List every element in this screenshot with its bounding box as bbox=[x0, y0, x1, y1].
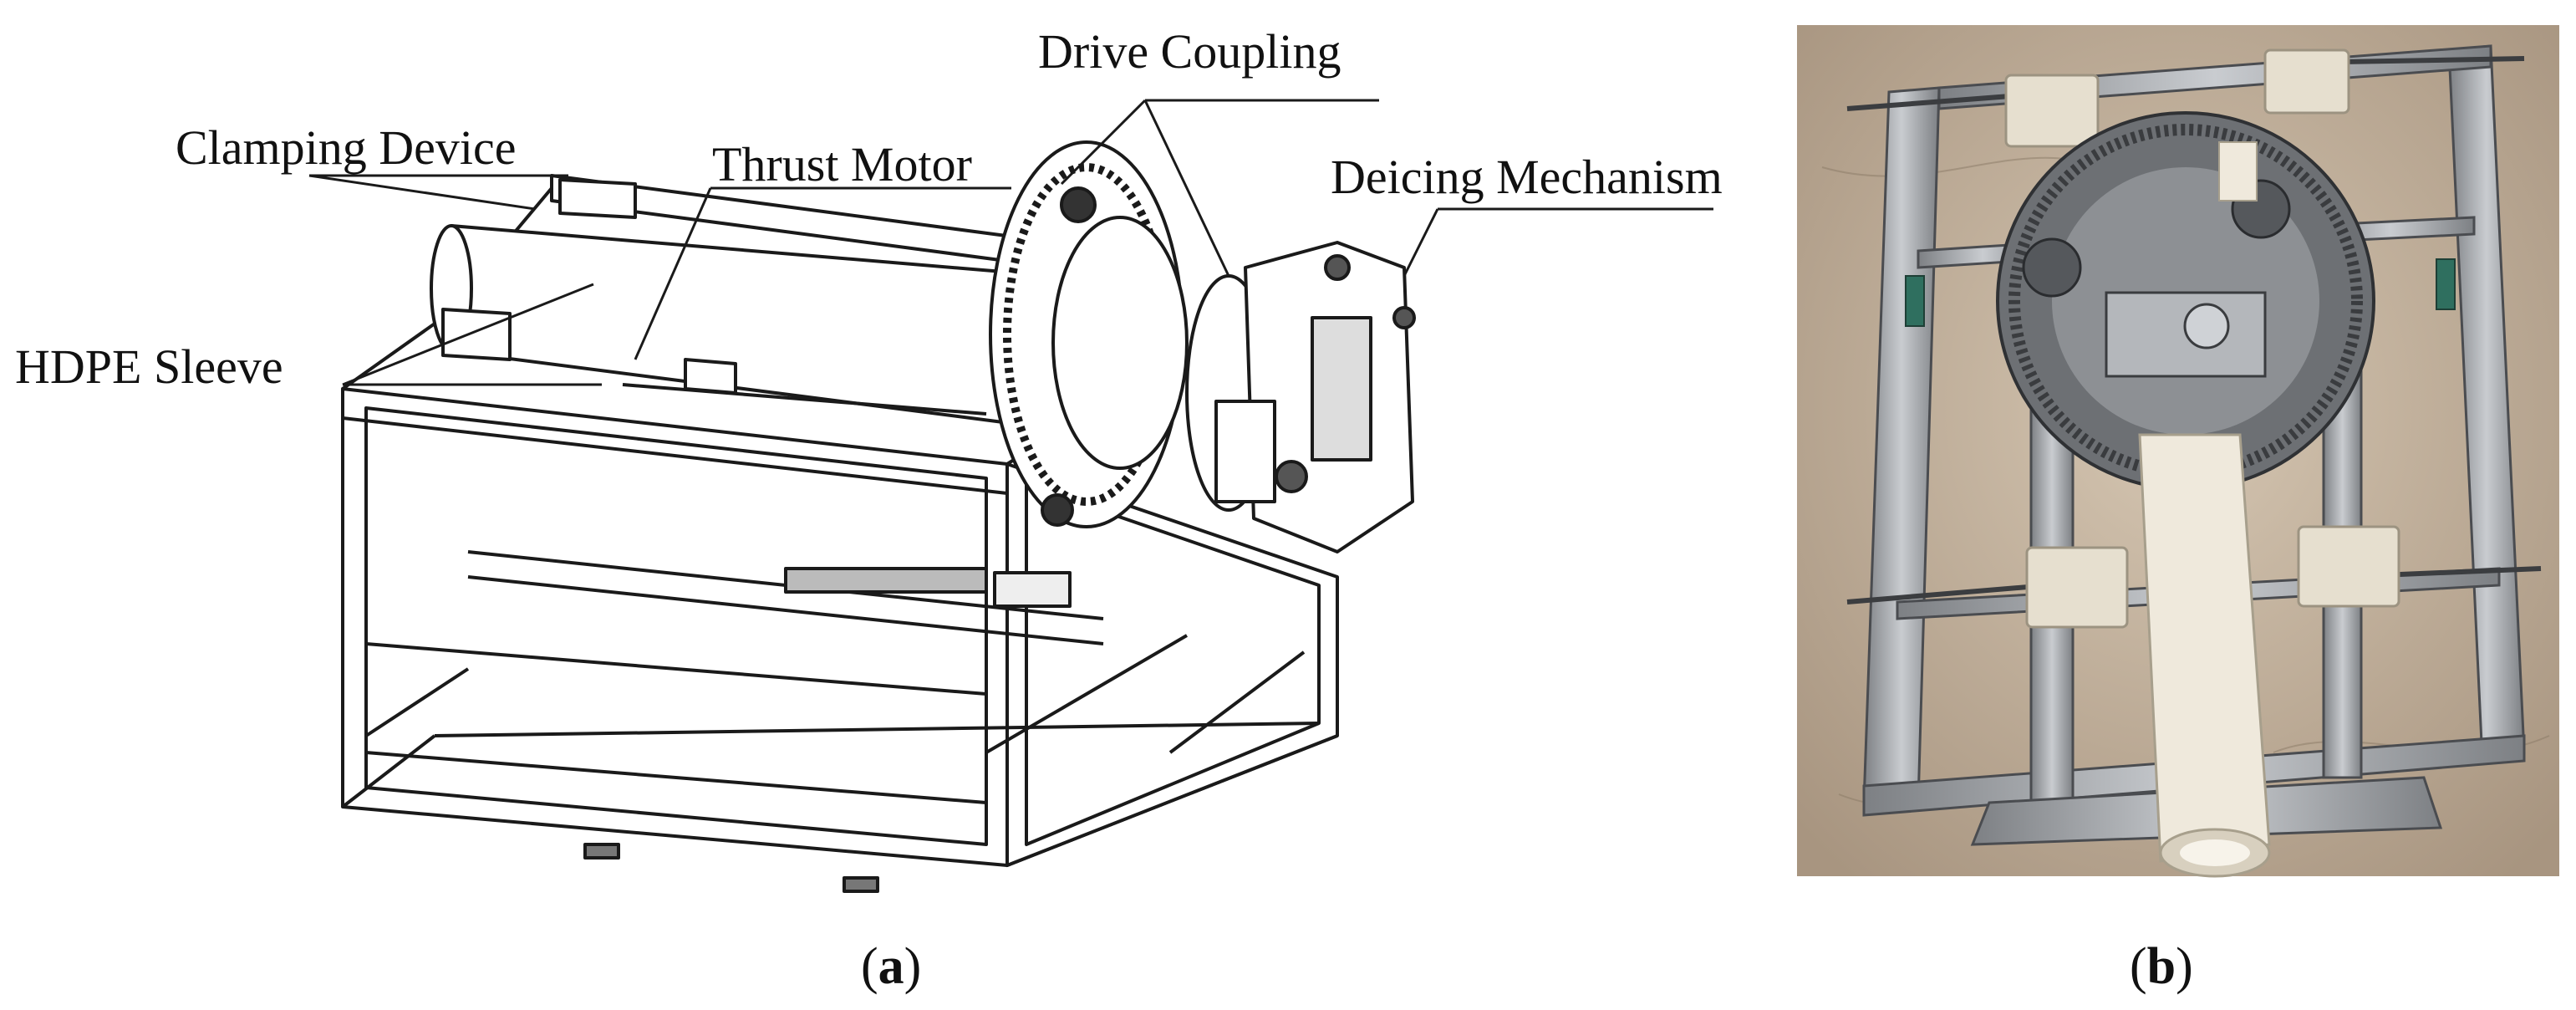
deicing-housing bbox=[1185, 241, 1416, 553]
photo-panel: (b) bbox=[1772, 0, 2576, 1006]
label-drive-coupling: Drive Coupling bbox=[1038, 24, 1341, 79]
caption-a-close: ) bbox=[904, 938, 922, 995]
cad-drawing-panel: Clamping Device Thrust Motor Drive Coupl… bbox=[15, 24, 1723, 993]
hdpe-pipe bbox=[2138, 141, 2271, 878]
leader-lines bbox=[308, 99, 1713, 386]
linear-guide bbox=[784, 567, 1072, 608]
caption-b: (b) bbox=[2130, 941, 2193, 992]
caption-b-letter: b bbox=[2146, 938, 2176, 995]
label-thrust-motor: Thrust Motor bbox=[712, 137, 972, 191]
caption-a-letter: a bbox=[878, 938, 904, 995]
rotating-disc bbox=[1996, 111, 2375, 491]
prototype-photo bbox=[1797, 25, 2559, 878]
caption-b-close: ) bbox=[2176, 938, 2193, 995]
caption-b-open: ( bbox=[2130, 938, 2147, 995]
label-hdpe-sleeve: HDPE Sleeve bbox=[15, 339, 283, 394]
cad-assembly-drawing bbox=[308, 99, 1713, 893]
clamp-blocks bbox=[2004, 48, 2400, 629]
caption-a-open: ( bbox=[861, 938, 878, 995]
label-clamping-device: Clamping Device bbox=[176, 120, 517, 175]
gear-disc bbox=[989, 140, 1189, 528]
caption-a: (a) bbox=[861, 941, 921, 992]
label-deicing-mechanism: Deicing Mechanism bbox=[1331, 150, 1723, 204]
frame bbox=[341, 174, 1339, 893]
